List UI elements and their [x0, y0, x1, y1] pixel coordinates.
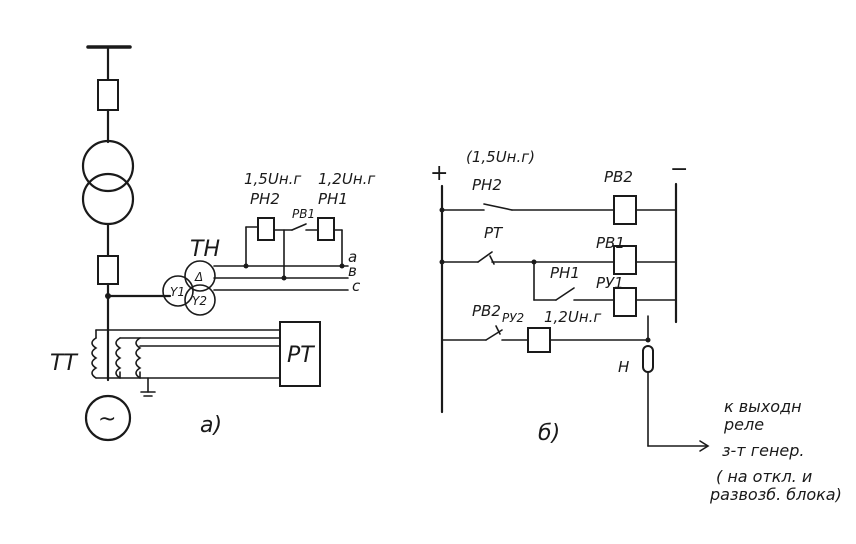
rv1-label: РВ1 [292, 207, 315, 221]
diagram-part-a: Y1 Δ Y2 ТН а в с РН2 1,5Uн.г РВ1 РН1 1,2… [50, 45, 375, 442]
generator [84, 394, 132, 442]
rv2-relay-coil [613, 195, 637, 225]
diagram-part-b: + − (1,5Uн.г) РН2 РВ2 РТ РВ1 РН1 РУ1 [430, 148, 842, 504]
rv1-contact [291, 223, 307, 231]
tn-delta-label: Δ [194, 270, 203, 284]
rv2-contact-label: РВ2 [472, 302, 501, 320]
indicator-h-label: Н [618, 358, 629, 376]
rt-relay-box [279, 321, 321, 387]
junction-dot [339, 263, 345, 269]
output-note-line-4: ( на откл. и [716, 467, 812, 486]
indicator-h [642, 345, 654, 373]
output-note-line-5: развозб. блока) [709, 485, 842, 504]
tn-winding-delta [184, 260, 216, 292]
tn-winding-star2 [184, 284, 216, 316]
ru2-label: РУ2 [502, 311, 524, 325]
rn2-label: РН2 [250, 190, 280, 208]
part-a-label: а) [200, 413, 222, 438]
plus-label: + [430, 161, 448, 186]
minus-label: − [670, 157, 688, 182]
rn2-setting: 1,5Uн.г [244, 170, 301, 188]
tt-label: ТТ [50, 351, 78, 376]
output-note-line-1: к выходн [724, 397, 802, 416]
ct-winding-1 [91, 337, 98, 379]
rt-contact-label: РТ [484, 224, 504, 242]
ct-winding-3 [135, 337, 142, 379]
tn-winding-star1 [162, 275, 194, 307]
block-transformer-lower-winding [81, 172, 135, 226]
rn1-relay-coil [317, 217, 335, 241]
rn1-contact [555, 287, 575, 301]
block-transformer-upper-winding [81, 139, 135, 193]
output-note-line-3: з-т генер. [722, 441, 804, 460]
phase-a-label: а [348, 248, 357, 266]
rn1-setting: 1,2Uн.г [544, 308, 601, 326]
tn-star2-label: Y2 [192, 294, 207, 308]
rn2-relay-coil [257, 217, 275, 241]
rv2-label: РВ2 [604, 168, 633, 186]
rv1-relay-coil [613, 245, 637, 275]
junction-dot [243, 263, 249, 269]
output-note-line-2: реле [723, 415, 764, 434]
fuse-bottom [97, 255, 119, 285]
output-arrow [699, 440, 710, 452]
tn-star1-label: Y1 [170, 285, 185, 299]
tn-label: ТН [190, 237, 220, 262]
ru1-relay-coil [613, 287, 637, 317]
rn2-setting: (1,5Uн.г) [466, 148, 535, 166]
ru1-label: РУ1 [596, 274, 624, 292]
junction-dot [439, 207, 445, 213]
rt-label: РТ [287, 343, 315, 368]
fuse-top [97, 79, 119, 111]
rn2-label: РН2 [472, 176, 502, 194]
rn1-setting: 1,2Uн.г [318, 170, 375, 188]
rv1-label: РВ1 [596, 234, 625, 252]
ru2-contact-coil [527, 327, 551, 353]
phase-b-label: в [348, 262, 357, 280]
ct-winding-2 [115, 337, 122, 379]
generator-symbol: ~ [98, 407, 116, 432]
junction-dot [645, 337, 651, 343]
junction-dot [439, 259, 445, 265]
rn1-label: РН1 [550, 264, 580, 282]
rt-contact [477, 251, 493, 263]
rv2-contact [495, 325, 501, 335]
phase-c-label: с [352, 277, 361, 295]
rn2-contact [483, 203, 513, 211]
part-b-label: б) [538, 421, 560, 446]
rn1-label: РН1 [318, 190, 348, 208]
junction-dot [281, 275, 287, 281]
